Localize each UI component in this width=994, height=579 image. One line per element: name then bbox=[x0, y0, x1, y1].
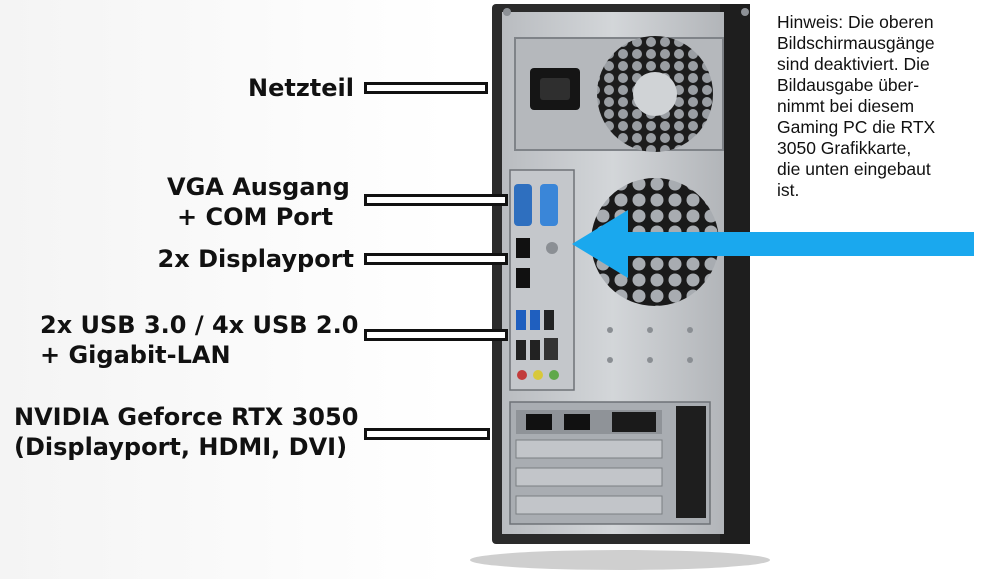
label-psu: Netzteil bbox=[248, 73, 354, 103]
com-port-icon bbox=[540, 184, 558, 226]
pointer-psu bbox=[364, 82, 488, 94]
vent-holes bbox=[607, 327, 693, 363]
label-gpu-name-text: NVIDIA Geforce RTX 3050 bbox=[14, 403, 359, 431]
audio-mic-icon bbox=[517, 370, 527, 380]
usb3-port-1-icon bbox=[516, 310, 526, 330]
note-line: Bildschirmausgänge bbox=[777, 33, 935, 53]
usb2-port-1-icon bbox=[544, 310, 554, 330]
label-usb-text: 2x USB 3.0 / 4x USB 2.0 bbox=[40, 311, 359, 339]
case-shadow bbox=[470, 550, 770, 570]
note-line: Bildausgabe über- bbox=[777, 75, 920, 95]
screw-top-right bbox=[741, 8, 749, 16]
usb2-port-2-icon bbox=[516, 340, 526, 360]
pointer-displayport bbox=[364, 253, 508, 265]
note-line: Hinweis: Die oberen bbox=[777, 12, 934, 32]
label-displayport: 2x Displayport bbox=[158, 244, 354, 274]
gpu-displayport-icon bbox=[526, 414, 552, 430]
pointer-vga bbox=[364, 194, 508, 206]
usb3-port-2-icon bbox=[530, 310, 540, 330]
pointer-gpu bbox=[364, 428, 490, 440]
psu-fan-hub bbox=[633, 72, 677, 116]
gpu-hdmi-icon bbox=[564, 414, 590, 430]
displayport-2-icon bbox=[516, 268, 530, 288]
label-gpu: NVIDIA Geforce RTX 3050 (Displayport, HD… bbox=[14, 402, 358, 462]
note-line: Gaming PC die RTX bbox=[777, 117, 936, 137]
vga-port-icon bbox=[514, 184, 532, 226]
label-gpu-ports-text: (Displayport, HDMI, DVI) bbox=[14, 433, 348, 461]
usb2-port-3-icon bbox=[530, 340, 540, 360]
note-line: nimmt bei diesem bbox=[777, 96, 915, 116]
slot-covers bbox=[515, 439, 663, 515]
audio-port-icon bbox=[546, 242, 558, 254]
label-usb-lan: 2x USB 3.0 / 4x USB 2.0 + Gigabit-LAN bbox=[40, 310, 358, 370]
case-side-strip bbox=[720, 4, 750, 544]
label-lan-text: + Gigabit-LAN bbox=[40, 341, 231, 369]
note-text-block: Hinweis: Die oberen Bildschirmausgänge s… bbox=[777, 12, 987, 201]
blue-arrow-pointer bbox=[572, 210, 974, 278]
note-line: sind deaktiviert. Die bbox=[777, 54, 930, 74]
label-psu-text: Netzteil bbox=[247, 74, 354, 102]
power-socket-inner bbox=[540, 78, 570, 100]
screw-top-left bbox=[503, 8, 511, 16]
note-line: die unten eingebaut bbox=[777, 159, 931, 179]
slot-latch bbox=[676, 406, 706, 518]
displayport-1-icon bbox=[516, 238, 530, 258]
audio-line-in-icon bbox=[549, 370, 559, 380]
audio-line-out-icon bbox=[533, 370, 543, 380]
pointer-usb bbox=[364, 329, 508, 341]
note-line: 3050 Grafikkarte, bbox=[777, 138, 912, 158]
label-displayport-text: 2x Displayport bbox=[157, 245, 354, 273]
lan-port-icon bbox=[544, 338, 558, 360]
label-vga-text: VGA Ausgang bbox=[167, 173, 350, 201]
gpu-dvi-icon bbox=[612, 412, 656, 432]
note-line: ist. bbox=[777, 180, 800, 200]
label-com-text: + COM Port bbox=[177, 203, 334, 231]
label-vga-com: VGA Ausgang + COM Port bbox=[167, 172, 350, 232]
